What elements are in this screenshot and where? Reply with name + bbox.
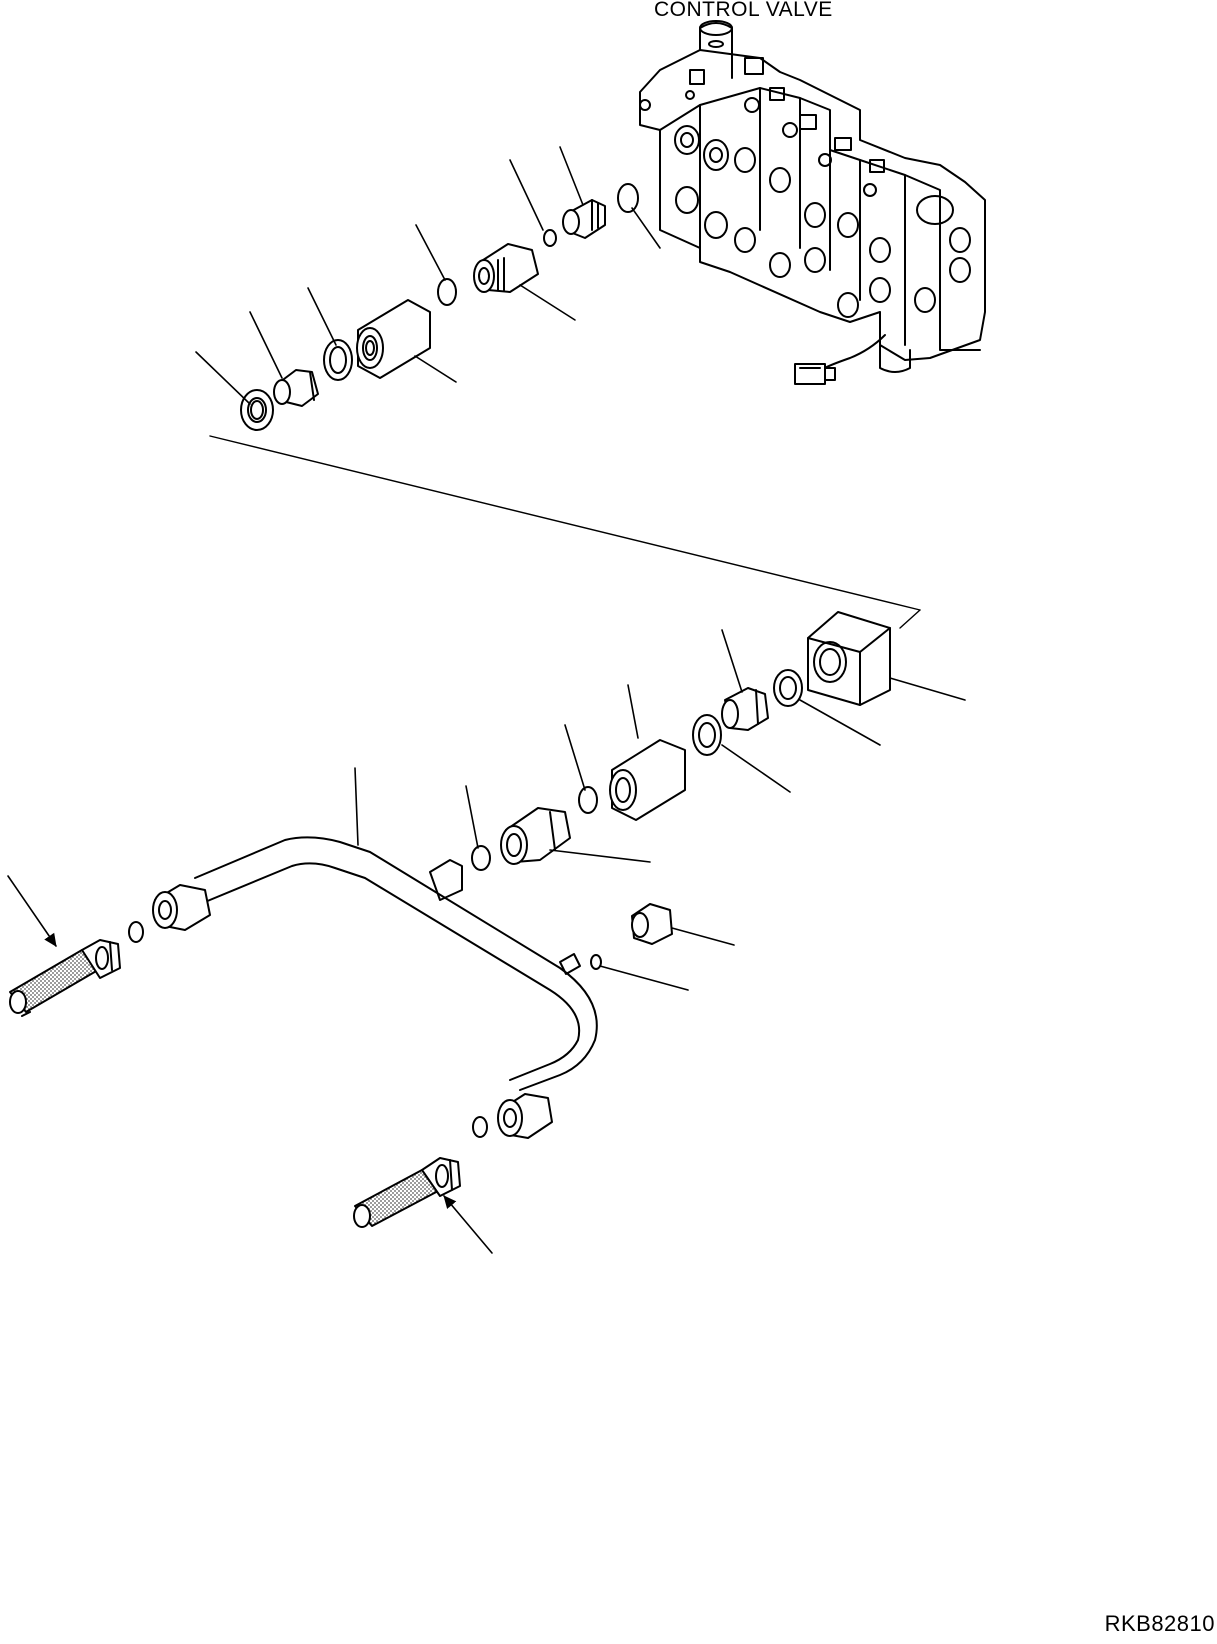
arrow-icon	[8, 876, 56, 947]
hose-bottom	[354, 1158, 460, 1227]
adapter	[501, 808, 570, 864]
nipple	[274, 370, 318, 406]
o-ring	[579, 787, 597, 813]
cap-nut	[632, 904, 672, 944]
drawing-number: RKB82810	[1104, 1611, 1215, 1636]
leader-lines-upper	[196, 147, 660, 404]
o-ring	[438, 279, 456, 305]
sleeve	[357, 300, 430, 378]
lower-fitting-chain	[430, 612, 890, 974]
detail-line	[210, 436, 920, 610]
washer	[324, 340, 352, 380]
control-valve	[640, 21, 985, 384]
o-ring	[473, 1117, 487, 1137]
union-fitting	[563, 200, 605, 238]
control-valve-label: CONTROL VALVE	[654, 0, 833, 21]
sleeve	[610, 740, 685, 820]
o-ring	[129, 922, 143, 942]
o-ring	[472, 846, 490, 870]
nipple	[722, 688, 768, 730]
o-ring-small	[544, 230, 556, 246]
tube	[153, 837, 597, 1138]
washer	[774, 670, 802, 706]
leader-lines-lower	[355, 630, 965, 990]
hose-left	[10, 940, 120, 1016]
adapter	[474, 244, 538, 292]
block-fitting	[808, 612, 890, 705]
o-ring-small	[591, 955, 601, 969]
arrow-icon	[444, 1196, 492, 1253]
upper-fitting-chain	[241, 184, 638, 430]
seal-washer	[693, 715, 721, 755]
seal-washer	[241, 390, 273, 430]
o-ring	[618, 184, 638, 212]
